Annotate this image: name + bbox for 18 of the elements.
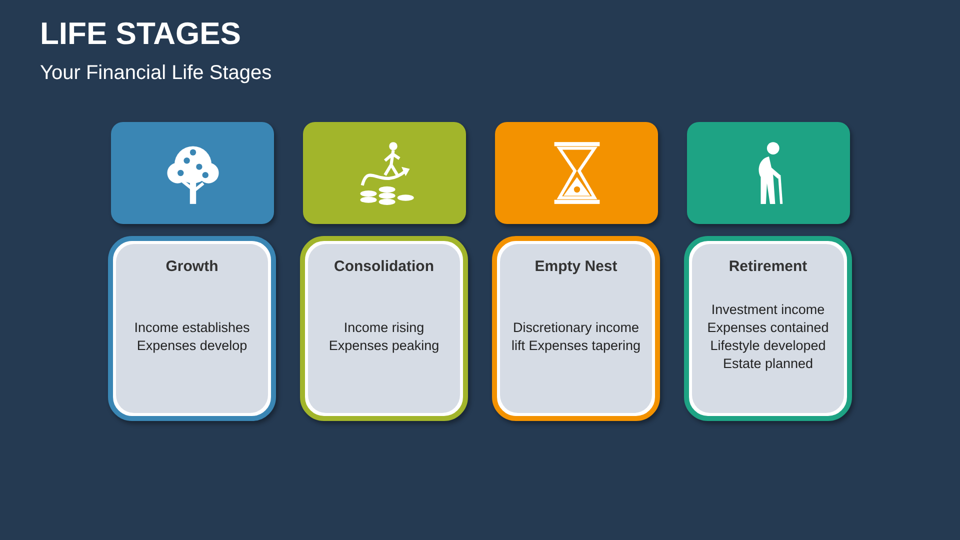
- stage-card: [492, 236, 660, 421]
- stage-description: Income rising Expenses peaking: [328, 319, 440, 355]
- stage-heading: Retirement: [728, 258, 808, 275]
- stage-heading: Empty Nest: [534, 258, 618, 275]
- slide-subtitle: Your Financial Life Stages: [40, 62, 272, 85]
- icon-tile: [495, 122, 658, 224]
- icon-tile: [303, 122, 466, 224]
- stage-heading: Growth: [166, 258, 218, 275]
- stage-card: [108, 236, 276, 421]
- stage-card: [300, 236, 468, 421]
- icon-tile: [687, 122, 850, 224]
- stage-heading: Consolidation: [334, 258, 434, 275]
- stage-description: Discretionary income lift Expenses tapering: [510, 319, 642, 355]
- stage-card: [684, 236, 852, 421]
- icon-tile: [111, 122, 274, 224]
- slide-title: LIFE STAGES: [40, 16, 241, 52]
- stage-description: Investment income Expenses contained Lifestyle developed Estate planned: [706, 301, 830, 373]
- stage-description: Income establishes Expenses develop: [133, 319, 251, 355]
